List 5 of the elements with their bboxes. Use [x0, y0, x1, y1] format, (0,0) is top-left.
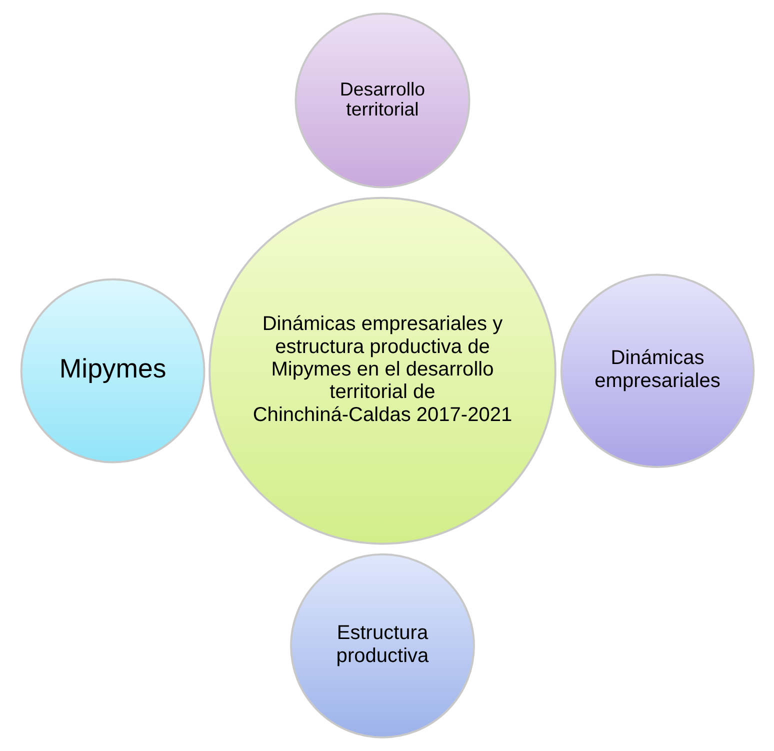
node-circle: Estructura productiva: [290, 553, 474, 738]
node-circle: Dinámicas empresariales y estructura productiva de Mipymes en el desarrollo territorial de Chinchiná-Caldas 2017-2021: [208, 196, 556, 545]
node-circle: Mipymes: [20, 278, 205, 464]
node-circle: Desarrollo territorial: [294, 12, 470, 188]
node-circle: Dinámicas empresariales: [560, 274, 754, 468]
